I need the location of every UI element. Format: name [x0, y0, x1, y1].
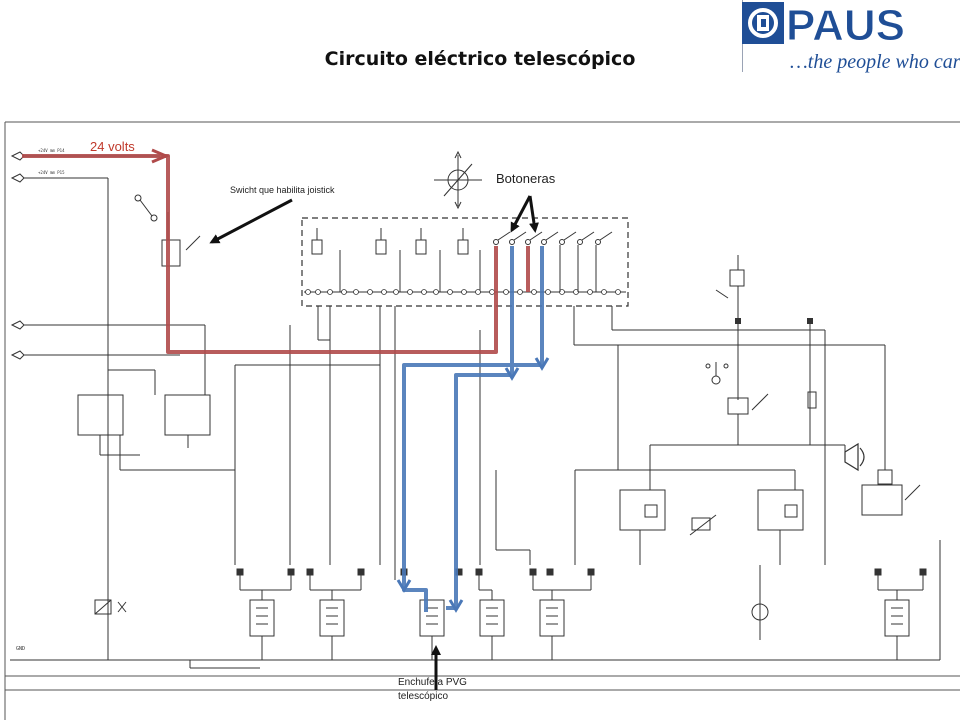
page-title: Circuito eléctrico telescópico	[324, 48, 636, 70]
control-panel	[301, 217, 629, 307]
enchufe-label-line1: Enchufe a PVG	[398, 677, 467, 688]
callout-arrows	[209, 195, 539, 690]
distribution-wiring	[234, 306, 886, 580]
top-right-switch	[705, 255, 817, 445]
svg-text:+24V mm P15: +24V mm P15	[38, 170, 65, 175]
gnd-tag: GND	[16, 646, 25, 652]
connector-blocks	[239, 575, 924, 660]
fuse-connectors	[236, 568, 927, 576]
left-input-tags: +24V mm P14 +24V mm P15	[38, 148, 65, 175]
svg-text:+24V mm P14: +24V mm P14	[38, 148, 65, 153]
gnd-bus	[10, 540, 941, 669]
relay-blocks-left	[77, 325, 235, 471]
enchufe-label-line2: telescópico	[398, 691, 449, 702]
horn-icon	[844, 442, 865, 472]
power-wire-arrow	[151, 148, 170, 164]
volts-label: 24 volts	[90, 139, 135, 154]
enchufe-label: Enchufe a PVG telescópico	[398, 676, 508, 704]
signal-wire-arrows	[396, 357, 550, 613]
botoneras-label: Botoneras	[496, 171, 556, 186]
svg-text:PAUS: PAUS	[786, 1, 905, 50]
power-wire-red	[22, 154, 530, 354]
signal-wires-blue	[402, 246, 544, 612]
right-fuse-connectors	[735, 318, 813, 324]
paus-logo: PAUS …the people who care	[742, 1, 960, 73]
panel-pushbuttons	[493, 231, 613, 292]
connector-pins	[256, 607, 903, 625]
right-relays	[619, 469, 921, 640]
coil-left	[94, 599, 127, 660]
diagram-frame	[4, 121, 960, 720]
panel-terminals	[305, 289, 621, 295]
left-inputs	[10, 151, 205, 620]
joystick-symbol	[434, 150, 482, 210]
svg-text:…the people who care: …the people who care	[790, 51, 960, 73]
circuit-diagram: +24V mm P14 +24V mm P15	[4, 121, 960, 720]
switch-label: Swicht que habilita joistick	[230, 185, 335, 195]
